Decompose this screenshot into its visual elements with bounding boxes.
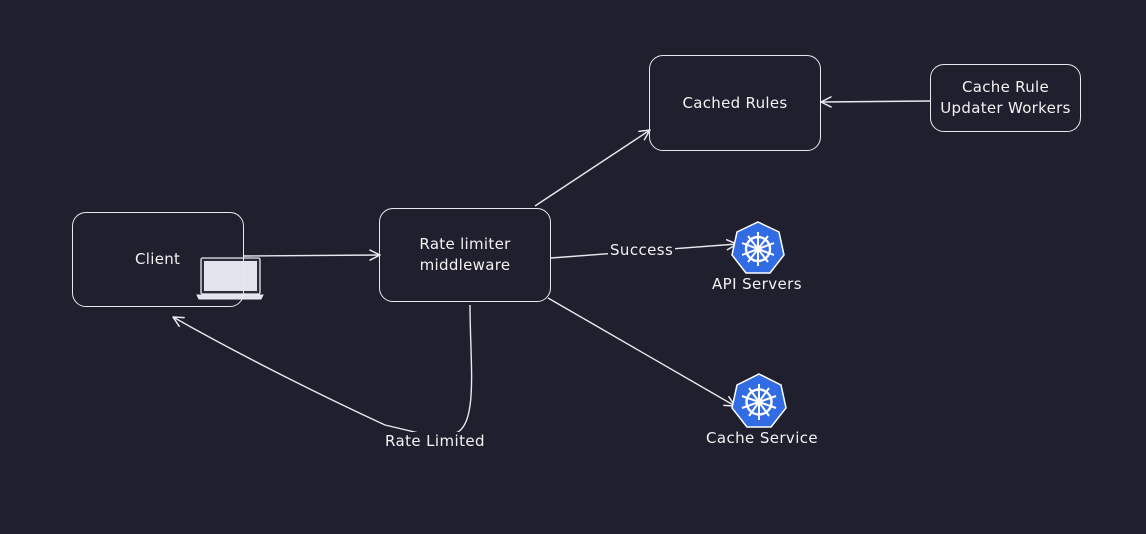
rate-limited-edge-label: Rate Limited bbox=[383, 432, 487, 450]
success-edge-label: Success bbox=[608, 241, 676, 259]
client-label: Client bbox=[135, 250, 181, 268]
rate-limiter-label: Rate limiter middleware bbox=[419, 235, 511, 274]
edge-client-to-rate-limiter bbox=[242, 249, 381, 261]
edge-rate-limiter-to-cache-service bbox=[547, 297, 736, 407]
cached-rules-label: Cached Rules bbox=[682, 93, 788, 112]
cache-rule-updater-label: Cache Rule Updater Workers bbox=[940, 78, 1071, 117]
edge-rate-limiter-to-cached-rules bbox=[534, 129, 651, 207]
edge-rate-limiter-to-client-rate-limited bbox=[172, 304, 473, 439]
api-servers-label: API Servers bbox=[710, 275, 804, 293]
cached-rules-node[interactable]: Cached Rules bbox=[649, 55, 821, 151]
cache-service-kubernetes-icon bbox=[731, 373, 787, 428]
api-servers-kubernetes-icon bbox=[731, 221, 785, 274]
cache-service-label: Cache Service bbox=[704, 429, 821, 447]
client-node[interactable]: Client bbox=[72, 212, 244, 307]
edge-updater-to-cached-rules bbox=[820, 96, 931, 108]
rate-limiter-node[interactable]: Rate limiter middleware bbox=[379, 208, 551, 302]
cache-rule-updater-node[interactable]: Cache Rule Updater Workers bbox=[930, 64, 1081, 132]
